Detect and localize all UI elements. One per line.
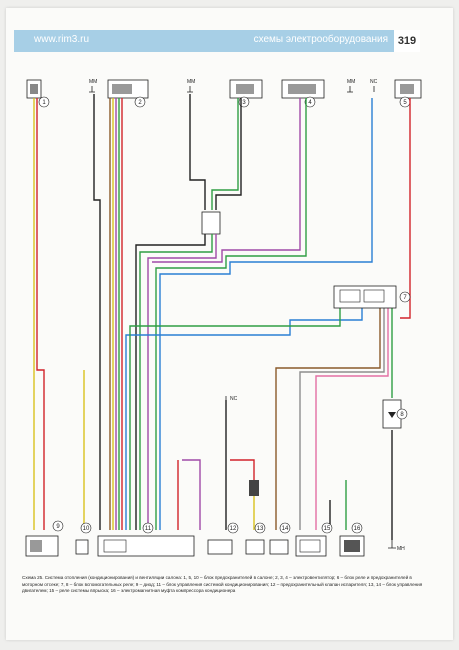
- ground-label-1: MM: [89, 79, 97, 85]
- component-10: 10: [75, 522, 92, 555]
- component-number-2: 2: [138, 100, 142, 106]
- component-number-13: 13: [257, 526, 264, 532]
- page-sheet: [6, 8, 453, 640]
- nc-label-2: NC: [230, 396, 238, 402]
- nc-marker-1: NC: [370, 79, 378, 92]
- component-number-8: 8: [400, 412, 404, 418]
- component-number-9: 9: [56, 524, 60, 530]
- component-number-5: 5: [403, 100, 407, 106]
- component-4: 4: [281, 79, 325, 108]
- ground-marker-2: MM: [187, 79, 195, 93]
- component-number-7: 7: [403, 295, 407, 301]
- component-14: 14: [269, 522, 291, 555]
- component-13: 13: [245, 522, 266, 555]
- page-header: www.rim3.ru схемы электрооборудования 31…: [14, 30, 420, 52]
- site-url[interactable]: www.rim3.ru: [34, 34, 90, 45]
- component-number-4: 4: [308, 100, 312, 106]
- ground-marker-1: MM: [89, 79, 97, 93]
- fuse-block: [249, 480, 259, 496]
- component-number-10: 10: [83, 526, 90, 532]
- component-15: 15: [295, 522, 333, 557]
- component-12: 12: [207, 522, 239, 555]
- component-9: 9: [25, 520, 64, 557]
- component-11: 11: [97, 522, 195, 557]
- wire-harness: [33, 94, 411, 540]
- page-number: 319: [394, 30, 420, 52]
- ground-label-3: MM: [347, 79, 355, 85]
- component-16: 16: [339, 522, 365, 557]
- nc-marker-2: NC: [225, 396, 238, 402]
- component-number-1: 1: [42, 100, 46, 106]
- ground-label-2: MM: [187, 79, 195, 85]
- component-number-12: 12: [230, 526, 237, 532]
- component-5: 5: [394, 79, 422, 108]
- component-8: 8: [382, 399, 408, 429]
- component-3: 3: [229, 79, 263, 108]
- component-number-14: 14: [282, 526, 289, 532]
- component-number-11: 11: [145, 526, 152, 532]
- mh-label: MH: [397, 546, 405, 552]
- figure-caption: Схема 25. Система отопления (кондиционир…: [22, 575, 423, 593]
- nc-label-1: NC: [370, 79, 378, 85]
- component-number-16: 16: [354, 526, 361, 532]
- component-number-15: 15: [324, 526, 331, 532]
- ground-marker-mh: MH: [388, 540, 405, 552]
- component-1: 1: [26, 79, 50, 108]
- component-2: 2: [107, 79, 149, 108]
- section-title: схемы электрооборудования: [253, 34, 388, 45]
- ground-marker-3: MM: [347, 79, 355, 93]
- component-number-3: 3: [242, 100, 246, 106]
- component-7: 7: [333, 285, 411, 309]
